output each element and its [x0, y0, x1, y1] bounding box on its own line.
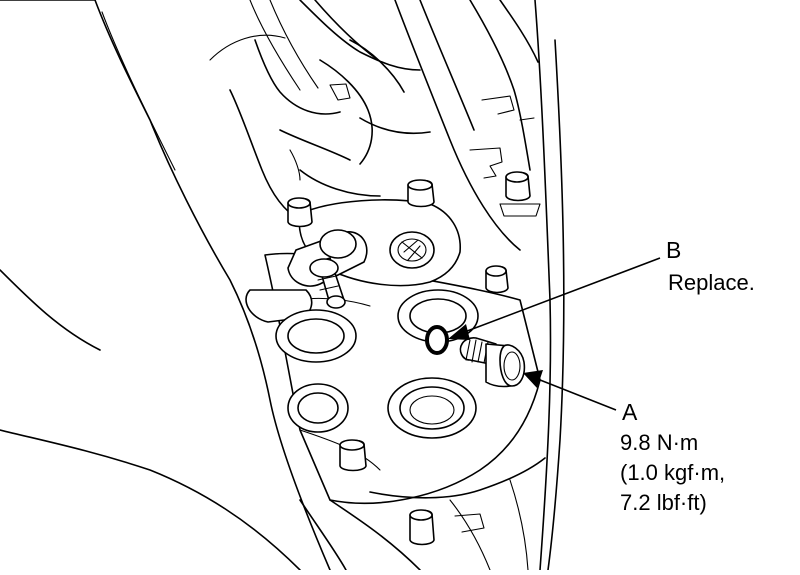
sealing-bolt-a [459, 337, 526, 388]
callout-a-letter: A [622, 399, 638, 425]
callout-a-torque-nm: 9.8 N·m [620, 430, 698, 455]
housing-right [394, 0, 565, 571]
callout-a-torque-kgfm: (1.0 kgf·m, [620, 460, 725, 485]
callout-b-note: Replace. [668, 270, 755, 295]
shift-shaft [245, 229, 368, 323]
housing-left [0, 0, 331, 571]
callout-b-letter: B [666, 237, 681, 263]
callout-a-torque-lbfft: 7.2 lbf·ft) [620, 490, 707, 515]
lower-structure [299, 457, 546, 571]
bores [275, 265, 509, 546]
upper-assembly [229, 0, 431, 221]
callout-b: B Replace. [666, 237, 755, 295]
o-ring-b [425, 325, 449, 355]
leader-b [448, 257, 661, 340]
leader-a [523, 370, 617, 411]
callout-a: A 9.8 N·m (1.0 kgf·m, 7.2 lbf·ft) [620, 399, 725, 515]
